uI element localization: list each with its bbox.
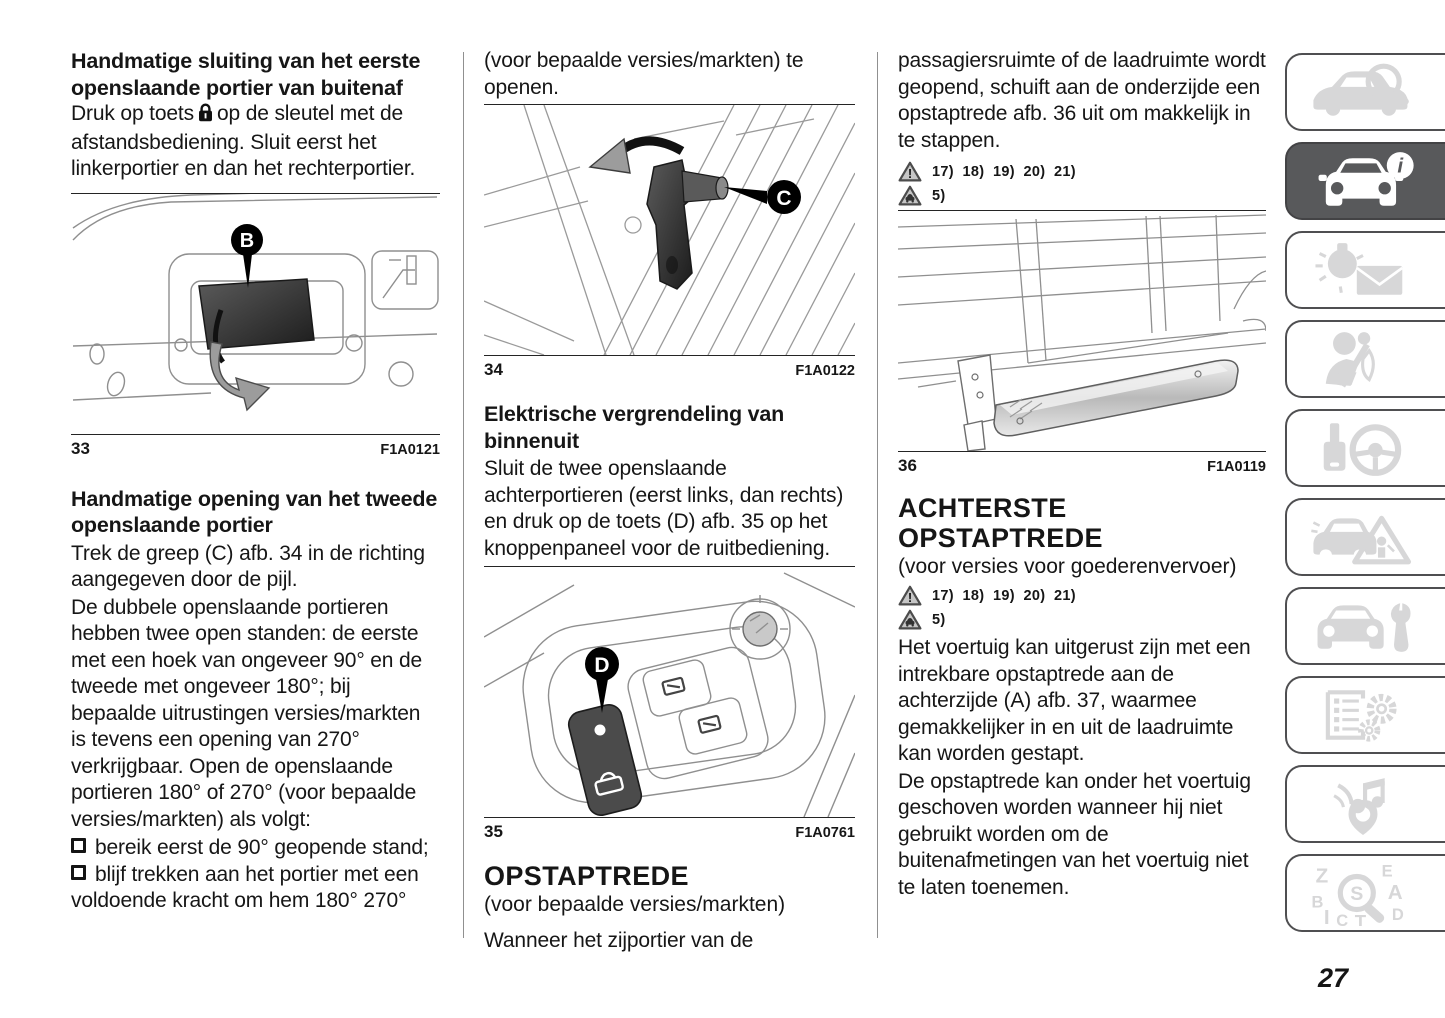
figure-35: D 35 F1A0761 <box>484 566 855 842</box>
list-gears-icon <box>1325 690 1397 742</box>
figure-code: F1A0119 <box>1207 459 1266 475</box>
list-item: blijf trekken aan het portier met een vo… <box>71 862 440 915</box>
column-middle: (voor bepaalde versies/markten) te opene… <box>484 48 855 955</box>
figure-code: F1A0761 <box>795 825 855 841</box>
caution-refs: 5) <box>898 609 1266 630</box>
paragraph: Wanneer het zijportier van de <box>484 929 754 952</box>
paragraph: Het voertuig kan uitgerust zijn met een … <box>898 636 1251 765</box>
ref-numbers: 5) <box>932 187 946 204</box>
bullet-list: bereik eerst de 90° geopende stand; blij… <box>71 835 440 915</box>
svg-text:!: ! <box>908 590 912 605</box>
alphabet-search-icon: Z E B A D I C T S <box>1311 863 1404 927</box>
figure-36-image <box>898 210 1266 452</box>
car-wrench-icon <box>1317 603 1411 652</box>
paragraph: Sluit de twee openslaande achterportiere… <box>484 457 844 560</box>
sidebar-tab-starting-driving[interactable] <box>1285 409 1445 487</box>
ref-numbers: 5) <box>932 611 946 628</box>
warning-triangle-icon: ! <box>898 161 922 182</box>
section-heading: Elektrische vergrendeling van binnenuit <box>484 402 785 453</box>
svg-text:Z: Z <box>1316 865 1329 888</box>
svg-text:D: D <box>1392 906 1404 924</box>
figure-35-image: D <box>484 566 855 818</box>
sidebar-tab-multimedia[interactable] <box>1285 765 1445 843</box>
sidebar-tab-vehicle-info[interactable]: i <box>1285 142 1445 220</box>
svg-text:I: I <box>1324 906 1330 926</box>
ref-numbers: 17) 18) 19) 20) 21) <box>932 587 1076 604</box>
text-run: op de sleutel met de afstandsbediening. … <box>71 102 416 180</box>
sidebar-tab-technical-data[interactable] <box>1285 676 1445 754</box>
figure-34-label: C <box>776 187 791 210</box>
list-item-text: blijf trekken aan het portier met een vo… <box>71 862 419 913</box>
ref-numbers: 17) 18) 19) 20) 21) <box>932 163 1076 180</box>
caution-triangle-icon <box>898 185 922 206</box>
sidebar-tab-safety[interactable] <box>1285 320 1445 398</box>
figure-33-label: B <box>240 230 254 252</box>
figure-34: C 34 F1A0122 <box>484 104 855 380</box>
list-item: bereik eerst de 90° geopende stand; <box>71 835 440 862</box>
svg-text:T: T <box>1355 911 1367 926</box>
chapter-note: (voor bepaalde versies/markten) <box>484 893 786 916</box>
figure-number: 33 <box>71 438 90 458</box>
paragraph: passagiersruimte of de laadruimte wordt … <box>898 49 1266 152</box>
car-warning-triangle-icon <box>1311 515 1412 565</box>
sidebar-tab-index[interactable]: Z E B A D I C T S <box>1285 854 1445 932</box>
svg-text:C: C <box>1336 912 1348 926</box>
text-run: Druk op toets <box>71 102 194 125</box>
lock-icon <box>198 103 213 130</box>
square-bullet-icon <box>71 864 86 880</box>
sidebar-tab-vehicle-knowledge[interactable] <box>1285 53 1445 131</box>
figure-number: 34 <box>484 360 503 379</box>
figure-code: F1A0122 <box>795 363 855 379</box>
chapter-sidebar: i <box>1285 53 1445 943</box>
light-envelope-icon <box>1315 243 1404 295</box>
sidebar-tab-emergency[interactable] <box>1285 498 1445 576</box>
figure-number: 36 <box>898 456 917 475</box>
chapter-heading: ACHTERSTE OPSTAPTREDE <box>898 493 1103 553</box>
section-heading: Handmatige opening van het tweede opensl… <box>71 486 438 538</box>
svg-text:E: E <box>1382 863 1393 881</box>
paragraph: De dubbele openslaande portieren hebben … <box>71 595 423 831</box>
warning-triangle-icon: ! <box>898 585 922 606</box>
column-left: Handmatige sluiting van het eerste opens… <box>71 48 440 915</box>
sidebar-tab-warning-lights-messages[interactable] <box>1285 231 1445 309</box>
column-right: passagiersruimte of de laadruimte wordt … <box>898 48 1266 901</box>
list-item-text: bereik eerst de 90° geopende stand; <box>95 836 429 859</box>
page-number: 27 <box>1318 963 1349 993</box>
car-info-icon: i <box>1318 152 1414 206</box>
paragraph: Trek de greep (C) afb. 34 in de richting… <box>71 541 425 592</box>
square-bullet-icon <box>71 838 86 853</box>
sidebar-tab-maintenance-care[interactable] <box>1285 587 1445 665</box>
caution-refs: 5) <box>898 185 1266 206</box>
svg-text:A: A <box>1388 881 1403 904</box>
warning-refs: ! 17) 18) 19) 20) 21) <box>898 161 1266 182</box>
key-steering-icon <box>1323 423 1402 476</box>
paragraph: De opstaptrede kan onder het voertuig ge… <box>898 769 1251 899</box>
svg-text:i: i <box>1397 155 1404 178</box>
figure-number: 35 <box>484 822 503 841</box>
car-magnifier-icon <box>1313 63 1409 116</box>
column-divider <box>877 52 878 938</box>
seatbelt-person-icon <box>1325 332 1375 388</box>
svg-text:!: ! <box>908 166 912 181</box>
column-divider <box>463 52 464 938</box>
section-heading: Handmatige sluiting van het eerste opens… <box>71 49 421 100</box>
chapter-note: (voor versies voor goederenvervoer) <box>898 555 1237 578</box>
figure-35-label: D <box>594 654 609 677</box>
paragraph: (voor bepaalde versies/markten) te opene… <box>484 49 804 99</box>
svg-text:B: B <box>1311 893 1323 911</box>
svg-text:S: S <box>1350 883 1363 905</box>
figure-33: B 33 F1A0121 <box>71 192 440 459</box>
caution-triangle-icon <box>898 609 922 630</box>
figure-36: 36 F1A0119 <box>898 210 1266 476</box>
warning-refs: ! 17) 18) 19) 20) 21) <box>898 585 1266 606</box>
figure-33-image: B <box>71 192 440 435</box>
chapter-heading: OPSTAPTREDE <box>484 861 689 891</box>
figure-34-image: C <box>484 104 855 356</box>
multimedia-icon <box>1333 778 1385 835</box>
figure-code: F1A0121 <box>380 441 440 458</box>
